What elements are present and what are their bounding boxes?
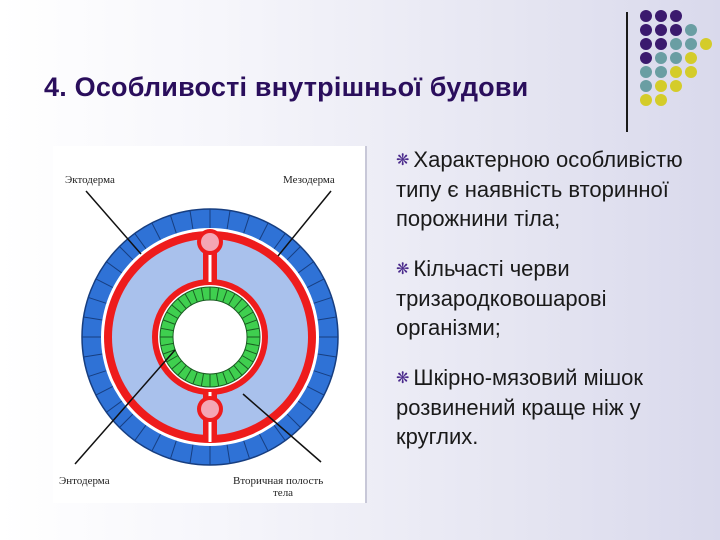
decorative-dot [685, 38, 697, 50]
bullet-text: Шкірно-мязовий мішок розвинений краще ні… [396, 365, 644, 449]
decorative-dot [670, 66, 682, 78]
bullet-text: Характерною особливістю типу є наявність… [396, 147, 683, 231]
decorative-dot [640, 10, 652, 22]
decorative-dot [640, 52, 652, 64]
bullet-item: ❋Шкірно-мязовий мішок розвинений краще н… [396, 363, 696, 451]
decorative-dot [670, 10, 682, 22]
decorative-dot [655, 10, 667, 22]
snowflake-bullet-icon: ❋ [396, 152, 410, 169]
decorative-dot [655, 52, 667, 64]
decorative-dot [640, 24, 652, 36]
decorative-dot [640, 94, 652, 106]
cross-section-diagram [74, 190, 339, 466]
decorative-dot [670, 38, 682, 50]
decorative-dot [685, 24, 697, 36]
decorative-dot [655, 94, 667, 106]
label-secondary-cavity-line2: тела [273, 487, 294, 499]
decorative-dot [655, 66, 667, 78]
label-endoderm: Энтодерма [59, 475, 110, 487]
decorative-dot [685, 52, 697, 64]
decorative-dot [670, 52, 682, 64]
bullet-list: ❋Характерною особливістю типу є наявніст… [396, 145, 696, 472]
decorative-dot-grid [640, 10, 720, 110]
decorative-dot [670, 24, 682, 36]
slide-title: 4. Особливості внутрішньої будови [44, 72, 529, 102]
decorative-dot [655, 80, 667, 92]
annelid-cross-section-figure: Эктодерма Мезодерма Энтодерма Вторичная … [53, 146, 367, 503]
label-ectoderm: Эктодерма [65, 174, 115, 186]
bullet-item: ❋Кільчасті черви тризародковошарові орга… [396, 254, 696, 342]
decorative-dot [670, 80, 682, 92]
snowflake-bullet-icon: ❋ [396, 261, 410, 278]
decorative-dot [640, 66, 652, 78]
decorative-dot [700, 38, 712, 50]
bullet-item: ❋Характерною особливістю типу є наявніст… [396, 145, 696, 233]
decorative-dot [640, 38, 652, 50]
decorative-dot [685, 66, 697, 78]
decorative-dot [655, 24, 667, 36]
bullet-text: Кільчасті черви тризародковошарові орган… [396, 256, 607, 340]
label-mesoderm: Мезодерма [283, 174, 335, 186]
decorative-divider [626, 12, 628, 132]
snowflake-bullet-icon: ❋ [396, 370, 410, 387]
label-secondary-cavity: Вторичная полость [233, 475, 324, 487]
decorative-dot [655, 38, 667, 50]
decorative-dot [640, 80, 652, 92]
